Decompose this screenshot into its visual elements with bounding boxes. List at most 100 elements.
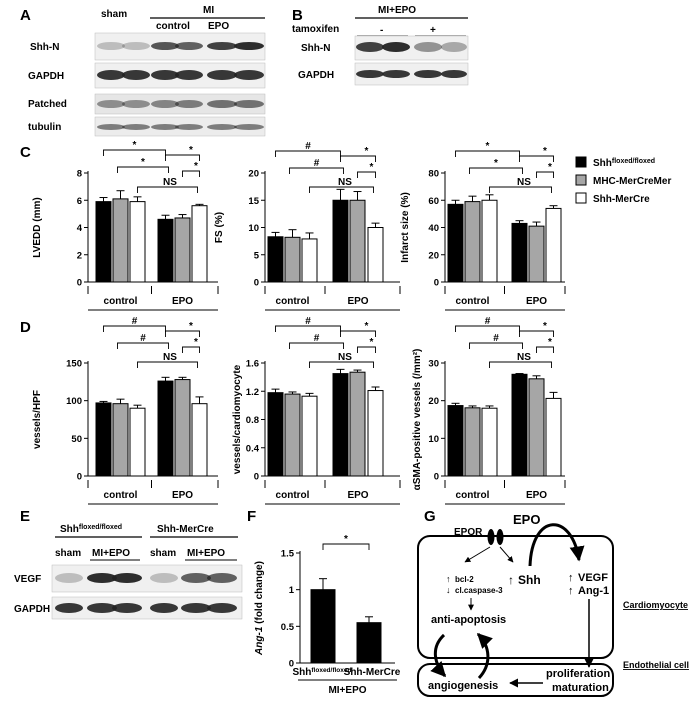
ang1-label: Ang-1 [578, 585, 609, 597]
bar [447, 203, 464, 283]
bar [95, 402, 112, 477]
sig-bracket [137, 361, 198, 368]
blot-band [382, 42, 410, 52]
y-tick-label: 10 [248, 223, 259, 234]
blot-band [112, 573, 142, 583]
blot-band [151, 124, 179, 130]
blot-band [97, 124, 125, 130]
sig-bracket [322, 543, 370, 550]
y-tick-label: 5 [254, 250, 260, 261]
group-label-shh-mercre: Shh-MerCre [157, 524, 214, 535]
sig-bracket [489, 186, 552, 193]
y-axis-label: FS (%) [214, 212, 225, 243]
y-tick-label: 6 [77, 196, 82, 207]
x-tick-label: Shh-MerCre [344, 667, 401, 678]
bar [349, 199, 366, 283]
blot-e-gapdh [51, 596, 243, 620]
blot-band [181, 573, 211, 583]
group-label-mi: MI [203, 5, 214, 16]
sig-bracket [519, 330, 554, 337]
group-label-control: control [156, 21, 190, 32]
bar [367, 390, 384, 477]
group-label: EPO [172, 296, 193, 307]
legend: Shhfloxed/floxed MHC-MerCreMer Shh-MerCr… [575, 156, 671, 205]
y-tick-label: 50 [71, 434, 82, 445]
tamoxifen-plus: + [430, 25, 436, 36]
group-label: EPO [526, 296, 547, 307]
angiogenesis-label: angiogenesis [428, 680, 498, 692]
y-tick-label: 30 [428, 359, 439, 370]
bar [284, 393, 301, 477]
blot-band [55, 573, 83, 583]
sig-bracket [182, 170, 200, 177]
tamoxifen-minus: - [380, 25, 383, 36]
bar [528, 225, 545, 283]
sig-bracket [455, 150, 520, 157]
bar [95, 201, 112, 283]
bcl2-label: bcl-2 [455, 575, 474, 584]
bar [511, 373, 528, 477]
blot-b-shh-n [354, 35, 469, 61]
blot-band [207, 70, 237, 80]
legend-label-3: Shh-MerCre [593, 194, 650, 205]
blot-band [207, 100, 237, 108]
sig-label: * [344, 534, 348, 545]
sig-label: * [486, 141, 490, 152]
group-label: EPO [347, 490, 368, 501]
y-tick-label: 2 [77, 250, 82, 261]
blot-band [207, 573, 237, 583]
cardiomyocyte-box [417, 535, 614, 659]
blot-band [150, 603, 178, 613]
lane-label-sham-1: sham [55, 548, 81, 559]
y-tick-label: 20 [248, 169, 259, 180]
y-tick-label: 0 [434, 472, 439, 483]
bar [174, 379, 191, 477]
sig-label: * [370, 337, 374, 348]
bar [310, 589, 336, 664]
sig-label: * [194, 161, 198, 172]
sig-label: * [365, 321, 369, 332]
svg-text:↑: ↑ [446, 574, 451, 584]
endothelial-label: Endothelial cell [623, 660, 689, 670]
panel-letter-g: G [424, 508, 436, 525]
group-label: control [276, 490, 310, 501]
blot-band [356, 70, 384, 78]
sig-label: * [365, 146, 369, 157]
bar [112, 198, 129, 283]
legend-swatch-2 [575, 174, 587, 186]
caspase-label: cl.caspase-3 [455, 586, 503, 595]
blot-band [207, 42, 237, 50]
epo-label: EPO [513, 512, 540, 527]
chart-d2: 00.40.81.21.6vessels/cardiomyocytecontro… [232, 316, 401, 505]
bar [157, 218, 174, 283]
blot-band [234, 70, 264, 80]
y-tick-label: 0.5 [281, 622, 295, 633]
y-tick-label: 1 [289, 585, 295, 596]
lane-label-mi-epo-2: MI+EPO [187, 548, 225, 559]
svg-text:↑: ↑ [508, 573, 514, 587]
y-tick-label: 0.8 [246, 415, 259, 426]
row-label-e-gapdh: GAPDH [14, 604, 50, 615]
sig-bracket [165, 154, 200, 161]
ns-label: NS [517, 177, 531, 188]
y-tick-label: 0 [77, 472, 82, 483]
blot-band [112, 603, 142, 613]
blot-band [175, 100, 203, 108]
group-label: EPO [526, 490, 547, 501]
svg-text:↓: ↓ [446, 585, 451, 595]
row-label-b-gapdh: GAPDH [298, 70, 334, 81]
bar [545, 207, 562, 283]
sig-label: * [543, 146, 547, 157]
sig-label: # [493, 333, 499, 344]
blot-band [175, 70, 203, 80]
panel-letter-b: B [292, 7, 303, 24]
group-label: control [104, 490, 138, 501]
bar [349, 371, 366, 477]
y-axis-label: Infarct size (%) [400, 192, 411, 263]
group-label: control [104, 296, 138, 307]
blot-band [414, 42, 442, 52]
